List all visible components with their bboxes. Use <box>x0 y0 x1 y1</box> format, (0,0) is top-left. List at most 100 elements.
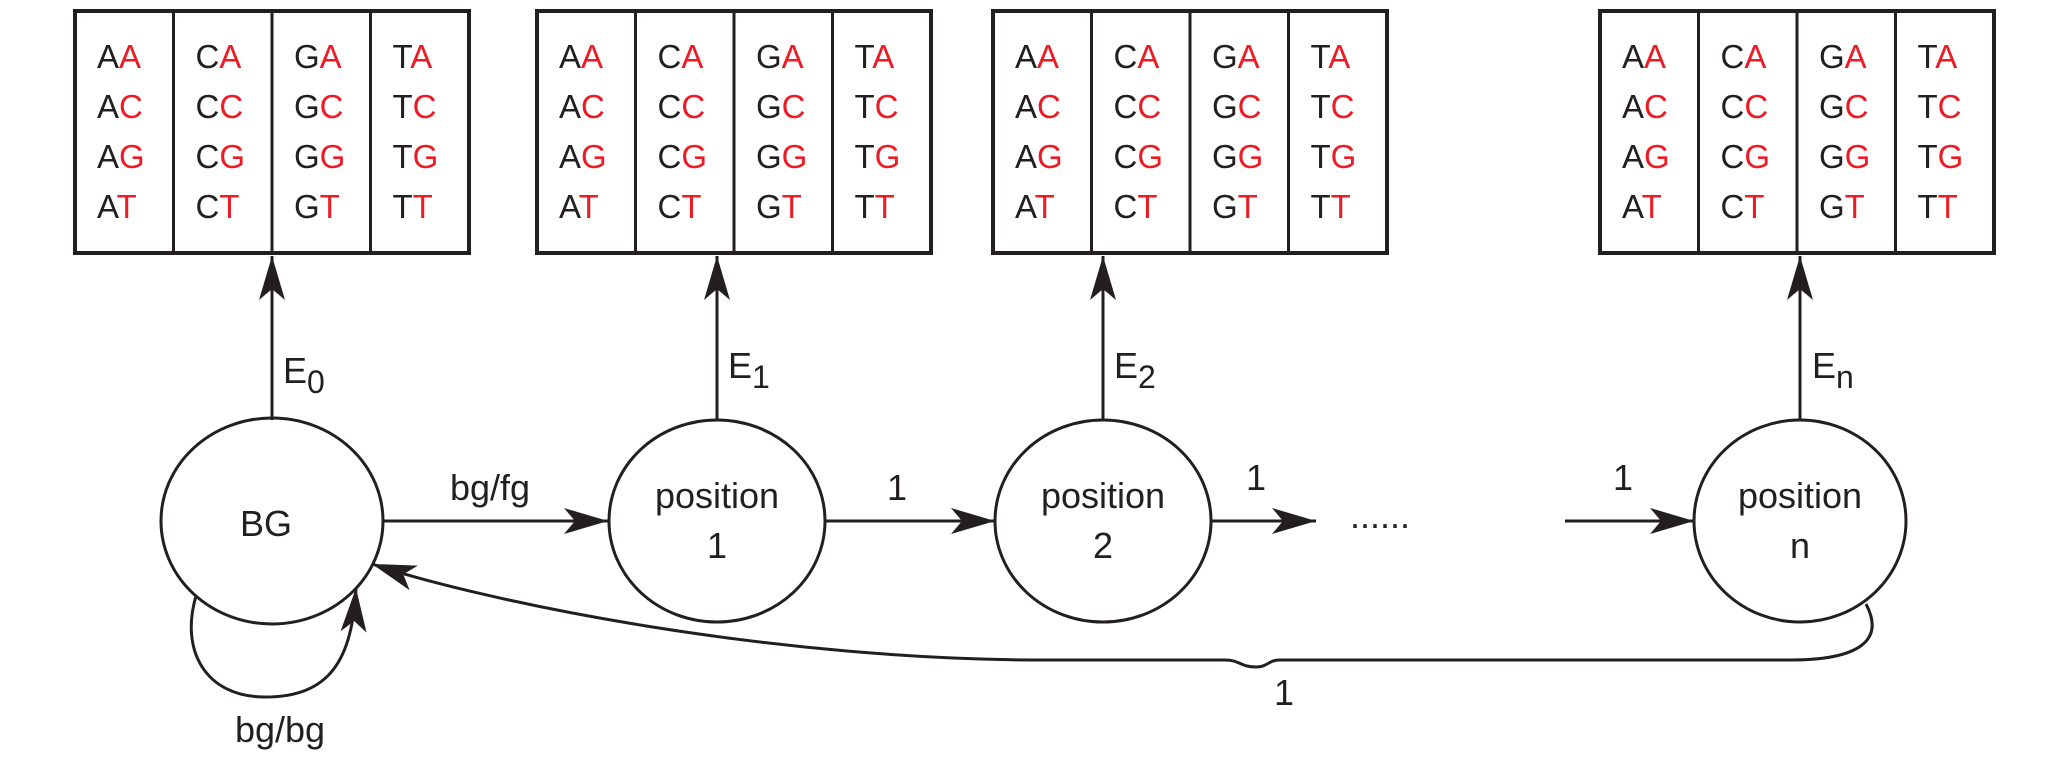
emission-table-cell: TC <box>855 88 899 125</box>
cell-first-base: G <box>756 188 782 225</box>
cell-first-base: G <box>294 38 320 75</box>
cell-first-base: A <box>1015 38 1037 75</box>
cell-second-base: A <box>782 38 804 75</box>
emission-table-cell: AC <box>97 88 143 125</box>
transition-bg-to-pos1-label: bg/fg <box>450 467 530 508</box>
cell-second-base: C <box>1744 88 1768 125</box>
cell-second-base: G <box>320 138 346 175</box>
state-position-1: position 1 <box>607 418 827 624</box>
cell-first-base: A <box>97 138 119 175</box>
cell-first-base: A <box>1622 38 1644 75</box>
cell-second-base: G <box>1137 138 1163 175</box>
cell-first-base: C <box>1721 188 1745 225</box>
cell-second-base: C <box>1037 88 1061 125</box>
emission-table-cell: TC <box>1311 88 1355 125</box>
emission-table-cell: CC <box>1114 88 1162 125</box>
cell-second-base: C <box>219 88 243 125</box>
cell-second-base: A <box>320 38 342 75</box>
emission-table-cell: TC <box>393 88 437 125</box>
emission-table-cell: TG <box>855 138 901 175</box>
cell-second-base: G <box>413 138 439 175</box>
cell-second-base: T <box>1238 188 1258 225</box>
cell-first-base: A <box>559 188 581 225</box>
cell-second-base: C <box>1238 88 1262 125</box>
emission-table-cell: GA <box>294 38 342 75</box>
emission-table-cell: AT <box>97 188 137 225</box>
cell-first-base: G <box>1819 88 1845 125</box>
cell-first-base: T <box>1918 188 1938 225</box>
emission-table-cell: GT <box>294 188 340 225</box>
emission-table-cell: CT <box>1721 188 1765 225</box>
cell-second-base: C <box>782 88 806 125</box>
cell-first-base: C <box>658 188 682 225</box>
cell-second-base: G <box>1744 138 1770 175</box>
cell-second-base: C <box>681 88 705 125</box>
cell-second-base: T <box>219 188 239 225</box>
cell-second-base: C <box>1644 88 1668 125</box>
state-position-1-label: position <box>655 475 779 516</box>
cell-first-base: G <box>1212 88 1238 125</box>
state-position-2-label: position <box>1041 475 1165 516</box>
cell-second-base: A <box>119 38 141 75</box>
cell-first-base: C <box>1114 138 1138 175</box>
cell-first-base: C <box>196 88 220 125</box>
transition-pos2-out-label: 1 <box>1246 457 1266 498</box>
cell-second-base: T <box>1744 188 1764 225</box>
emission-table-cell: GC <box>1212 88 1262 125</box>
cell-second-base: A <box>581 38 603 75</box>
cell-first-base: C <box>1721 38 1745 75</box>
cell-first-base: G <box>756 138 782 175</box>
cell-second-base: C <box>1331 88 1355 125</box>
emission-table-cell: CA <box>1114 38 1160 75</box>
cell-second-base: G <box>1938 138 1964 175</box>
cell-first-base: A <box>97 88 119 125</box>
cell-second-base: T <box>1035 188 1055 225</box>
emission-table-cell: CA <box>196 38 242 75</box>
emission-label-1: E1 <box>728 345 770 395</box>
cell-first-base: T <box>855 88 875 125</box>
emission-table-cell: TT <box>393 188 433 225</box>
cell-second-base: C <box>119 88 143 125</box>
emission-table-cell: CG <box>658 138 708 175</box>
cell-first-base: A <box>1015 188 1037 225</box>
emission-table-cell: CG <box>1721 138 1771 175</box>
emission-table-cell: TG <box>1311 138 1357 175</box>
cell-second-base: A <box>410 38 432 75</box>
transition-posn-to-bg: 1 <box>371 562 1874 713</box>
emission-table-cell: CC <box>1721 88 1769 125</box>
emission-table-cell: AC <box>1015 88 1061 125</box>
emission-table-cell: CC <box>658 88 706 125</box>
cell-second-base: T <box>782 188 802 225</box>
emission-table-cell: AC <box>1622 88 1668 125</box>
cell-second-base: T <box>875 188 895 225</box>
emission-table-cell: TT <box>1918 188 1958 225</box>
cell-second-base: T <box>681 188 701 225</box>
emission-table-cell: GG <box>756 138 807 175</box>
cell-first-base: G <box>1212 188 1238 225</box>
emission-table-cell: TG <box>393 138 439 175</box>
cell-first-base: G <box>1819 138 1845 175</box>
transition-posn-to-bg-label: 1 <box>1274 672 1294 713</box>
cell-second-base: G <box>875 138 901 175</box>
cell-first-base: T <box>1311 188 1331 225</box>
emission-label-n: En <box>1812 345 1854 395</box>
emission-labels: E0 E1 E2 En <box>283 345 1854 400</box>
emission-table-cell: AG <box>97 138 145 175</box>
cell-first-base: T <box>1311 88 1331 125</box>
emission-table-cell: AA <box>1622 38 1666 75</box>
cell-second-base: C <box>1845 88 1869 125</box>
emission-table-cell: TC <box>1918 88 1962 125</box>
cell-second-base: C <box>413 88 437 125</box>
emission-table-cell: GC <box>294 88 344 125</box>
cell-first-base: A <box>97 188 119 225</box>
cell-first-base: A <box>559 138 581 175</box>
emission-table-cell: AC <box>559 88 605 125</box>
emission-table-cell: CT <box>196 188 240 225</box>
cell-second-base: C <box>1137 88 1161 125</box>
emission-table-cell: TG <box>1918 138 1964 175</box>
cell-second-base: A <box>872 38 894 75</box>
emission-table-cell: AA <box>559 38 603 75</box>
emission-table-cell: GA <box>1819 38 1867 75</box>
